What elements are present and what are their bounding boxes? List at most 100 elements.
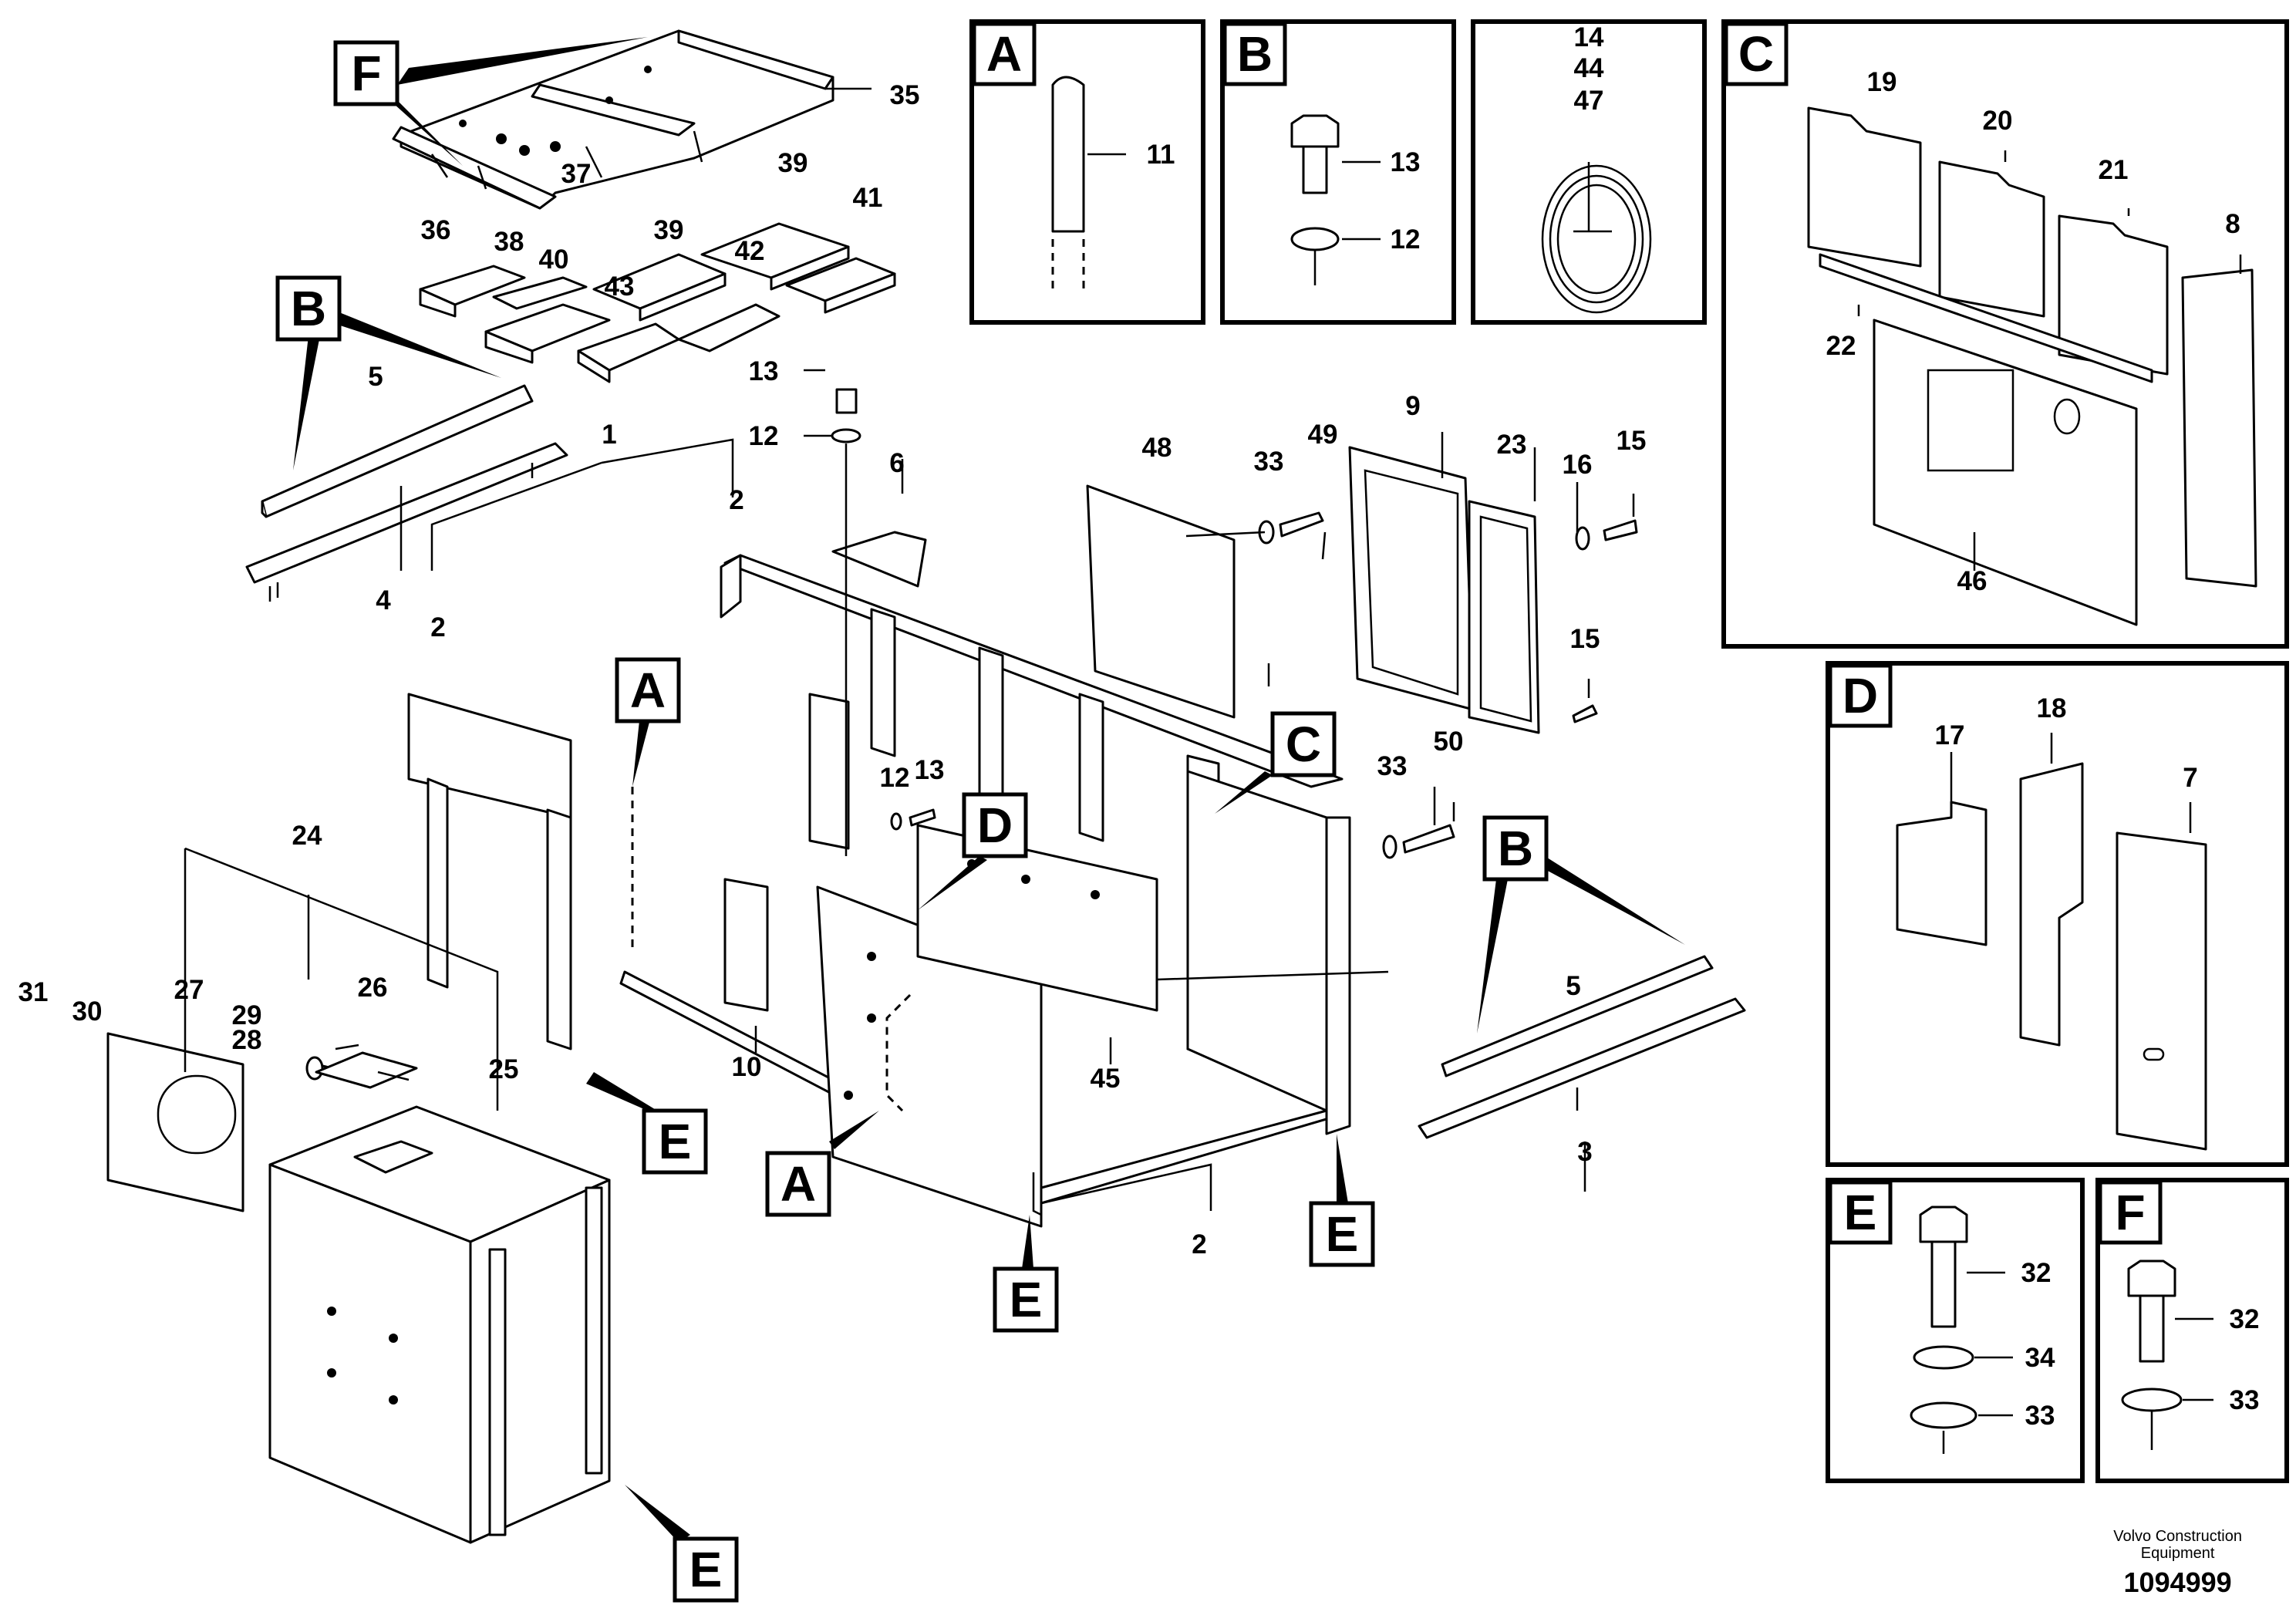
callout-label: 15	[1570, 624, 1600, 654]
detail-callout-label: 32	[2230, 1304, 2260, 1334]
letter-tag: E	[659, 1114, 692, 1169]
callout-label: 13	[749, 356, 779, 386]
manufacturer-name-line1: Volvo Construction	[2113, 1528, 2242, 1545]
main-callout-labels: 1222345569101212131315151623242526272829…	[19, 80, 1647, 1259]
callout-label: 40	[539, 244, 569, 275]
letter-tag: C	[1286, 717, 1321, 772]
detail-panel-labels: A11B1312144447C19202182246D17187E323433F…	[986, 22, 2260, 1431]
letter-tag: E	[1010, 1272, 1043, 1327]
callout-label: 29	[232, 1000, 262, 1030]
frame-9	[1348, 446, 1475, 711]
step-box-25	[268, 1105, 611, 1544]
callout-label: 3	[1577, 1137, 1592, 1167]
callout-label: 48	[1142, 433, 1172, 463]
main-cab-frame	[407, 554, 1351, 1228]
letter-tag: A	[781, 1156, 816, 1212]
detail-callout-label: 19	[1867, 67, 1897, 97]
letter-tag: E	[1326, 1206, 1359, 1262]
detail-callout-label: 33	[2230, 1385, 2260, 1415]
detail-callout-label: 33	[2025, 1401, 2055, 1431]
callout-label: 2	[729, 485, 743, 515]
callout-label: 28	[232, 1025, 262, 1055]
letter-tag: B	[1498, 821, 1533, 876]
callout-label: 41	[853, 183, 883, 213]
right-rails	[1418, 955, 1746, 1139]
drawing-number: 1094999	[2123, 1566, 2232, 1598]
detail-callout-label: 32	[2021, 1258, 2052, 1288]
callout-label: 23	[1497, 430, 1527, 460]
top-plate-assembly	[392, 29, 834, 210]
title-block: Volvo Construction Equipment 1094999	[2113, 1528, 2242, 1599]
detail-panel-F	[2095, 1178, 2289, 1483]
detail-callout-label: 12	[1391, 224, 1421, 255]
detail-callout-label: 44	[1574, 53, 1604, 83]
callout-label: 33	[1254, 447, 1284, 477]
callout-label: 12	[749, 421, 779, 451]
detail-callout-label: 14	[1574, 22, 1604, 52]
callout-label: 25	[489, 1054, 519, 1084]
detail-callout-label: 13	[1391, 147, 1421, 177]
panel-48	[1086, 484, 1236, 719]
letter-tag: E	[689, 1542, 723, 1597]
plate-26	[315, 1051, 418, 1089]
detail-callout-label: 47	[1574, 86, 1604, 116]
detail-callout-label: 20	[1983, 106, 2013, 136]
callout-label: 10	[732, 1052, 762, 1082]
callout-label: 16	[1563, 450, 1593, 480]
detail-callout-label: 17	[1935, 720, 1965, 750]
detail-panel-letter: B	[1237, 26, 1273, 82]
callout-label: 37	[561, 159, 592, 189]
detail-panel-wire	[1471, 19, 1707, 325]
detail-panel-B	[1220, 19, 1456, 325]
left-rails	[245, 384, 568, 602]
callout-label: 49	[1308, 420, 1338, 450]
letter-tag: D	[977, 798, 1013, 853]
callout-label: 39	[778, 148, 808, 178]
callout-label: 43	[605, 271, 635, 302]
callout-label: 50	[1434, 727, 1464, 757]
callout-label: 38	[494, 227, 524, 257]
detail-callout-label: 7	[2183, 763, 2197, 793]
callout-label: 12	[880, 763, 910, 793]
detail-callout-label: 11	[1147, 140, 1175, 170]
letter-tag: B	[291, 281, 326, 336]
callout-label: 26	[358, 973, 388, 1003]
callout-label: 35	[890, 80, 920, 110]
callout-label: 2	[430, 612, 445, 642]
manufacturer-name-line2: Equipment	[2140, 1545, 2215, 1562]
callout-label: 5	[368, 362, 383, 392]
callout-label: 33	[1377, 751, 1408, 781]
leader-lines	[184, 87, 1635, 1211]
callout-label: 45	[1091, 1064, 1121, 1094]
callout-label: 6	[889, 448, 904, 478]
detail-callout-label: 34	[2025, 1343, 2055, 1373]
callout-label: 5	[1566, 971, 1580, 1001]
letter-tag: F	[351, 46, 381, 101]
detail-panel-E	[1826, 1178, 2085, 1483]
detail-panel-A	[969, 19, 1205, 325]
detail-callout-label: 21	[2099, 155, 2129, 185]
callout-label: 39	[654, 215, 684, 245]
detail-panel-letter: D	[1843, 668, 1878, 723]
detail-panel-letter: E	[1844, 1185, 1877, 1240]
detail-panel-letter: F	[2115, 1185, 2145, 1240]
callout-label: 27	[174, 975, 204, 1005]
callout-label: 24	[292, 821, 322, 851]
callout-label: 42	[735, 236, 765, 266]
detail-panel-letter: C	[1738, 26, 1774, 82]
callout-label: 30	[72, 996, 103, 1027]
plate-10	[723, 878, 769, 1012]
letter-tags	[275, 37, 1685, 1603]
bolts-and-washers	[305, 388, 1638, 1083]
detail-callout-label: 18	[2037, 693, 2067, 723]
callout-label: 31	[19, 977, 49, 1007]
detail-panel-C	[1721, 19, 2289, 649]
callout-label: 13	[915, 755, 945, 785]
detail-callout-label: 46	[1957, 566, 1988, 596]
seat-foam-pads	[419, 222, 896, 383]
detail-callout-label: 8	[2225, 209, 2240, 239]
callout-label: 1	[602, 420, 616, 450]
callout-label: 4	[376, 585, 391, 615]
detail-panel-letter: A	[986, 26, 1022, 82]
